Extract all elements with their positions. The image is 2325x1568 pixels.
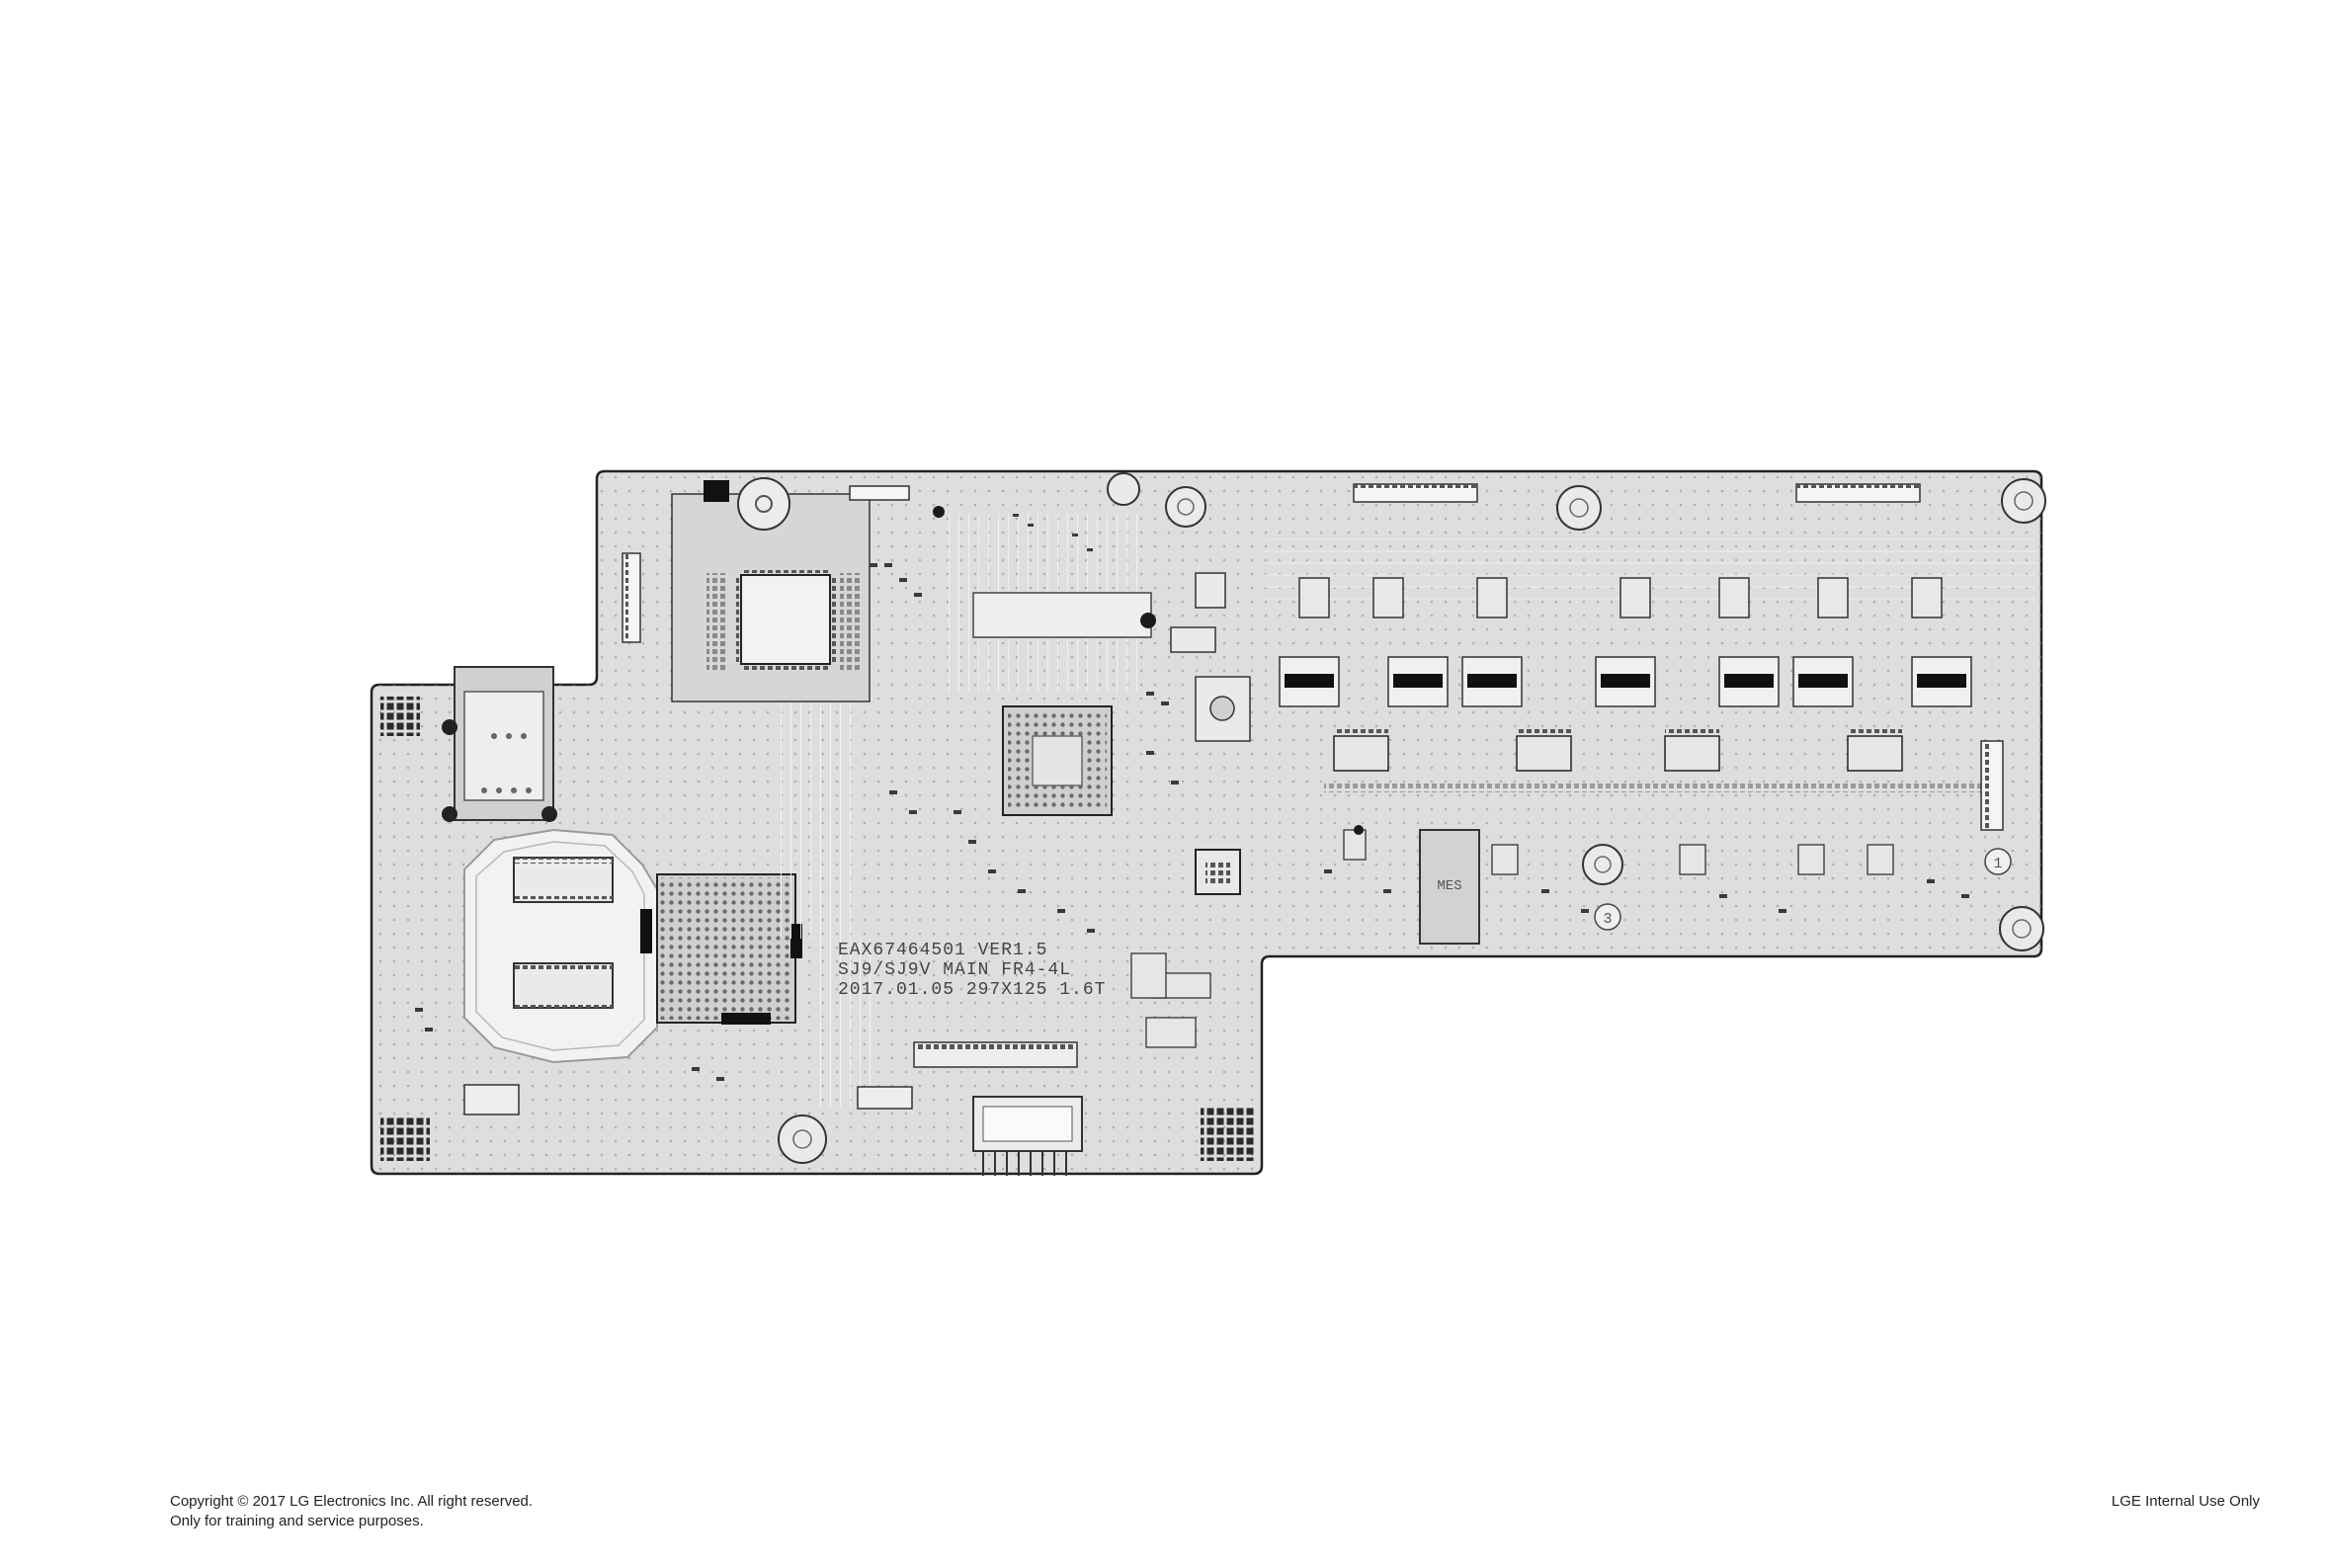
trace-bus-center bbox=[781, 701, 860, 939]
silkscreen-line-2: SJ9/SJ9V MAIN FR4-4L bbox=[838, 960, 1071, 980]
corner-marker-3: 3 bbox=[1603, 911, 1612, 928]
corner-marker-1: 1 bbox=[1993, 856, 2002, 872]
memory-chip-1 bbox=[514, 858, 613, 902]
memory-chip-2 bbox=[514, 963, 613, 1008]
mes-label: MES bbox=[1437, 878, 1461, 894]
heat-pad-bottom-left bbox=[380, 1116, 430, 1161]
silkscreen-line-3: 2017.01.05 297X125 1.6T bbox=[838, 980, 1106, 1000]
copyright-line-2: Only for training and service purposes. bbox=[170, 1512, 533, 1531]
copyright-notice: Copyright © 2017 LG Electronics Inc. All… bbox=[170, 1492, 533, 1531]
internal-use-notice: LGE Internal Use Only bbox=[2112, 1492, 2260, 1512]
silkscreen-line-1: EAX67464501 VER1.5 bbox=[838, 941, 1047, 960]
heat-pad-top-left bbox=[380, 697, 420, 736]
heat-pad-bottom-right bbox=[1201, 1107, 1255, 1161]
copyright-line-1: Copyright © 2017 LG Electronics Inc. All… bbox=[170, 1492, 533, 1512]
